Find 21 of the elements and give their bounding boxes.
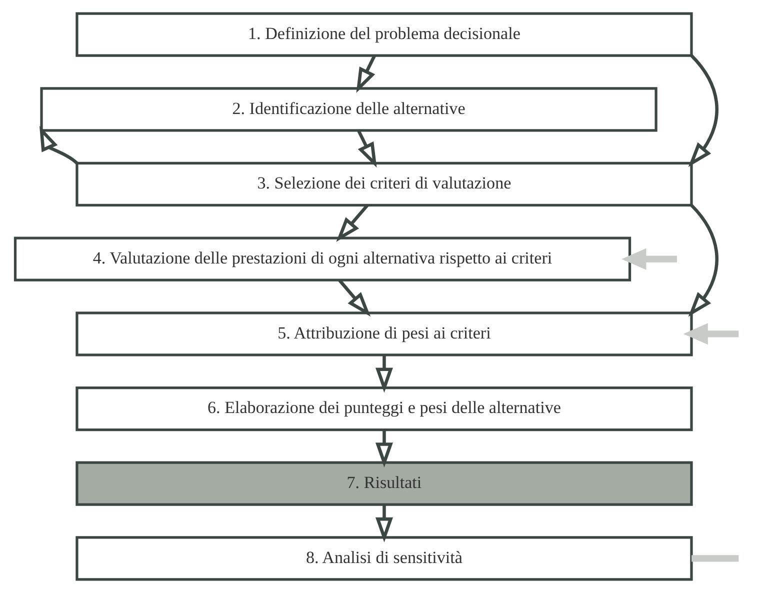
arrow	[374, 354, 392, 393]
arrow	[374, 504, 392, 542]
arrow	[338, 279, 370, 317]
node-box: 5. Attribuzione di pesi ai criteri	[75, 312, 692, 356]
arrow	[688, 54, 718, 168]
node-box: 4. Valutazione delle prestazioni di ogni alternativa rispetto ai criteri	[13, 236, 631, 282]
arrow	[688, 204, 718, 317]
node-box: 7. Risultati	[75, 461, 692, 506]
node-box: 2. Identificazione delle alternative	[40, 87, 657, 132]
arrow	[38, 126, 78, 164]
arrow	[682, 323, 738, 345]
node-box: 1. Definizione del problema decisionale	[75, 12, 692, 57]
node-box: 8. Analisi di sensitività	[75, 536, 692, 581]
arrow	[336, 204, 368, 242]
node-box: 3. Selezione dei criteri di valutazione	[75, 162, 692, 207]
arrow	[374, 430, 392, 468]
arrow	[356, 54, 376, 93]
arrow	[356, 130, 376, 168]
arrow	[621, 248, 676, 270]
node-box: 6. Elaborazione dei punteggi e pesi delle alternative	[75, 386, 692, 432]
connector	[691, 555, 738, 562]
